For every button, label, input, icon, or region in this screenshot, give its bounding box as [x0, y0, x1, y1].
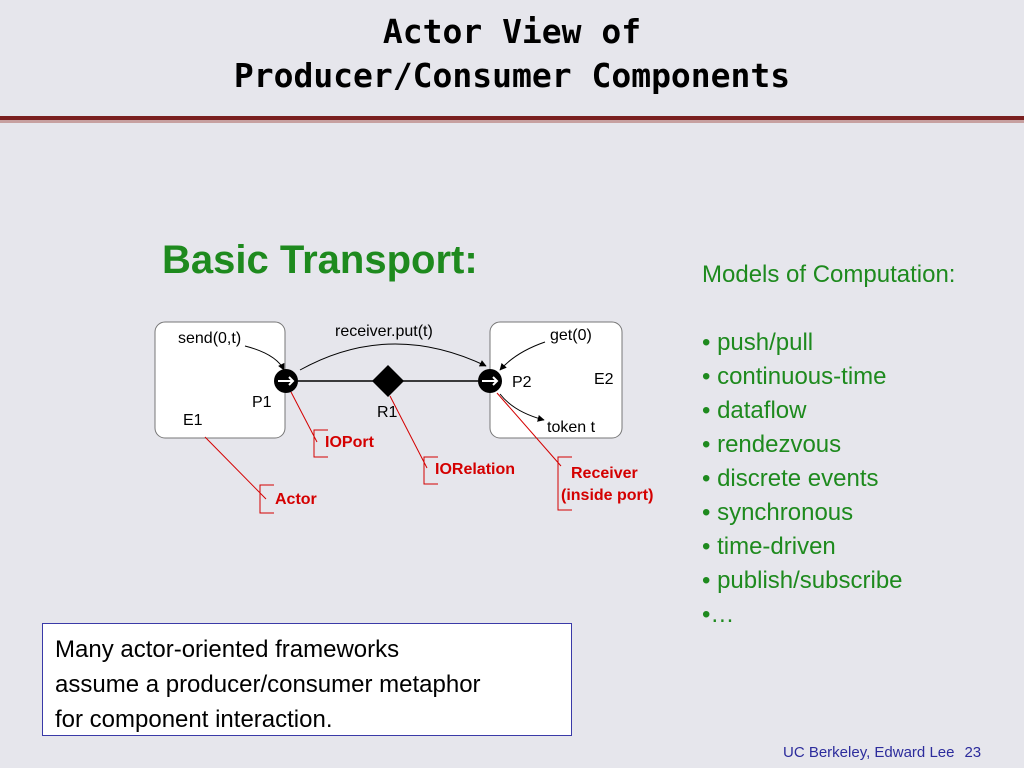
callout-line-iorelation [389, 395, 428, 469]
list-item: • discrete events [702, 465, 879, 492]
list-item: •… [702, 601, 735, 628]
receiver-label-line2: (inside port) [561, 487, 653, 504]
put-label: receiver.put(t) [335, 323, 433, 340]
note-line-3: for component interaction. [55, 706, 333, 733]
page-number: 23 [964, 744, 982, 761]
list-item: • rendezvous [702, 431, 842, 458]
callout-line-actor [204, 436, 267, 500]
title-divider [0, 116, 1024, 120]
get-arrow [499, 341, 546, 371]
list-item: • push/pull [702, 329, 814, 356]
actor-label: Actor [275, 491, 317, 508]
title-divider-shadow [0, 120, 1024, 123]
list-item: • synchronous [702, 499, 854, 526]
note-box: Many actor-oriented frameworks assume a … [42, 623, 572, 736]
e2-label: E2 [594, 371, 614, 388]
e1-label: E1 [183, 412, 203, 429]
iorelation-label: IORelation [435, 461, 515, 478]
bracket-iorelation [423, 456, 438, 485]
list-item: • publish/subscribe [702, 567, 903, 594]
models-of-computation: Models of Computation: • push/pull • con… [702, 258, 955, 632]
bracket-ioport [313, 429, 328, 458]
title-line-2: Producer/Consumer Components [233, 56, 791, 95]
title-line-1: Actor View of [382, 12, 642, 51]
port-p2[interactable] [478, 369, 502, 393]
token-arrow [499, 393, 545, 422]
port-p1-arrow-icon [278, 376, 295, 386]
send-label: send(0,t) [178, 330, 241, 347]
footer-credit: UC Berkeley, Edward Lee [783, 744, 955, 761]
p2-label: P2 [512, 374, 532, 391]
port-p1[interactable] [274, 369, 298, 393]
port-p2-arrow-icon [482, 376, 499, 386]
p1-label: P1 [252, 394, 272, 411]
receiver-label-line1: Receiver [571, 465, 638, 482]
slide-title: Actor View of Producer/Consumer Componen… [0, 10, 1024, 98]
note-line-2: assume a producer/consumer metaphor [55, 671, 481, 698]
bracket-actor [259, 484, 274, 514]
section-heading: Basic Transport: [162, 238, 478, 282]
token-label: token t [547, 419, 596, 436]
relation-r1-diamond[interactable] [372, 365, 404, 397]
r1-label: R1 [377, 404, 398, 421]
bracket-receiver [557, 456, 572, 511]
put-arrow [299, 343, 487, 371]
ioport-label: IOPort [325, 434, 375, 451]
models-list: • push/pull • continuous-time • dataflow… [702, 326, 955, 632]
send-arrow [244, 345, 285, 371]
list-item: • dataflow [702, 397, 807, 424]
list-item: • time-driven [702, 533, 836, 560]
slide-footer: UC Berkeley, Edward Lee 23 [783, 744, 981, 761]
note-line-1: Many actor-oriented frameworks [55, 636, 400, 663]
callout-line-ioport [290, 391, 318, 443]
list-item: • continuous-time [702, 363, 887, 390]
get-label: get(0) [550, 327, 592, 344]
callout-line-receiver [496, 392, 562, 467]
models-heading: Models of Computation: [702, 261, 956, 288]
